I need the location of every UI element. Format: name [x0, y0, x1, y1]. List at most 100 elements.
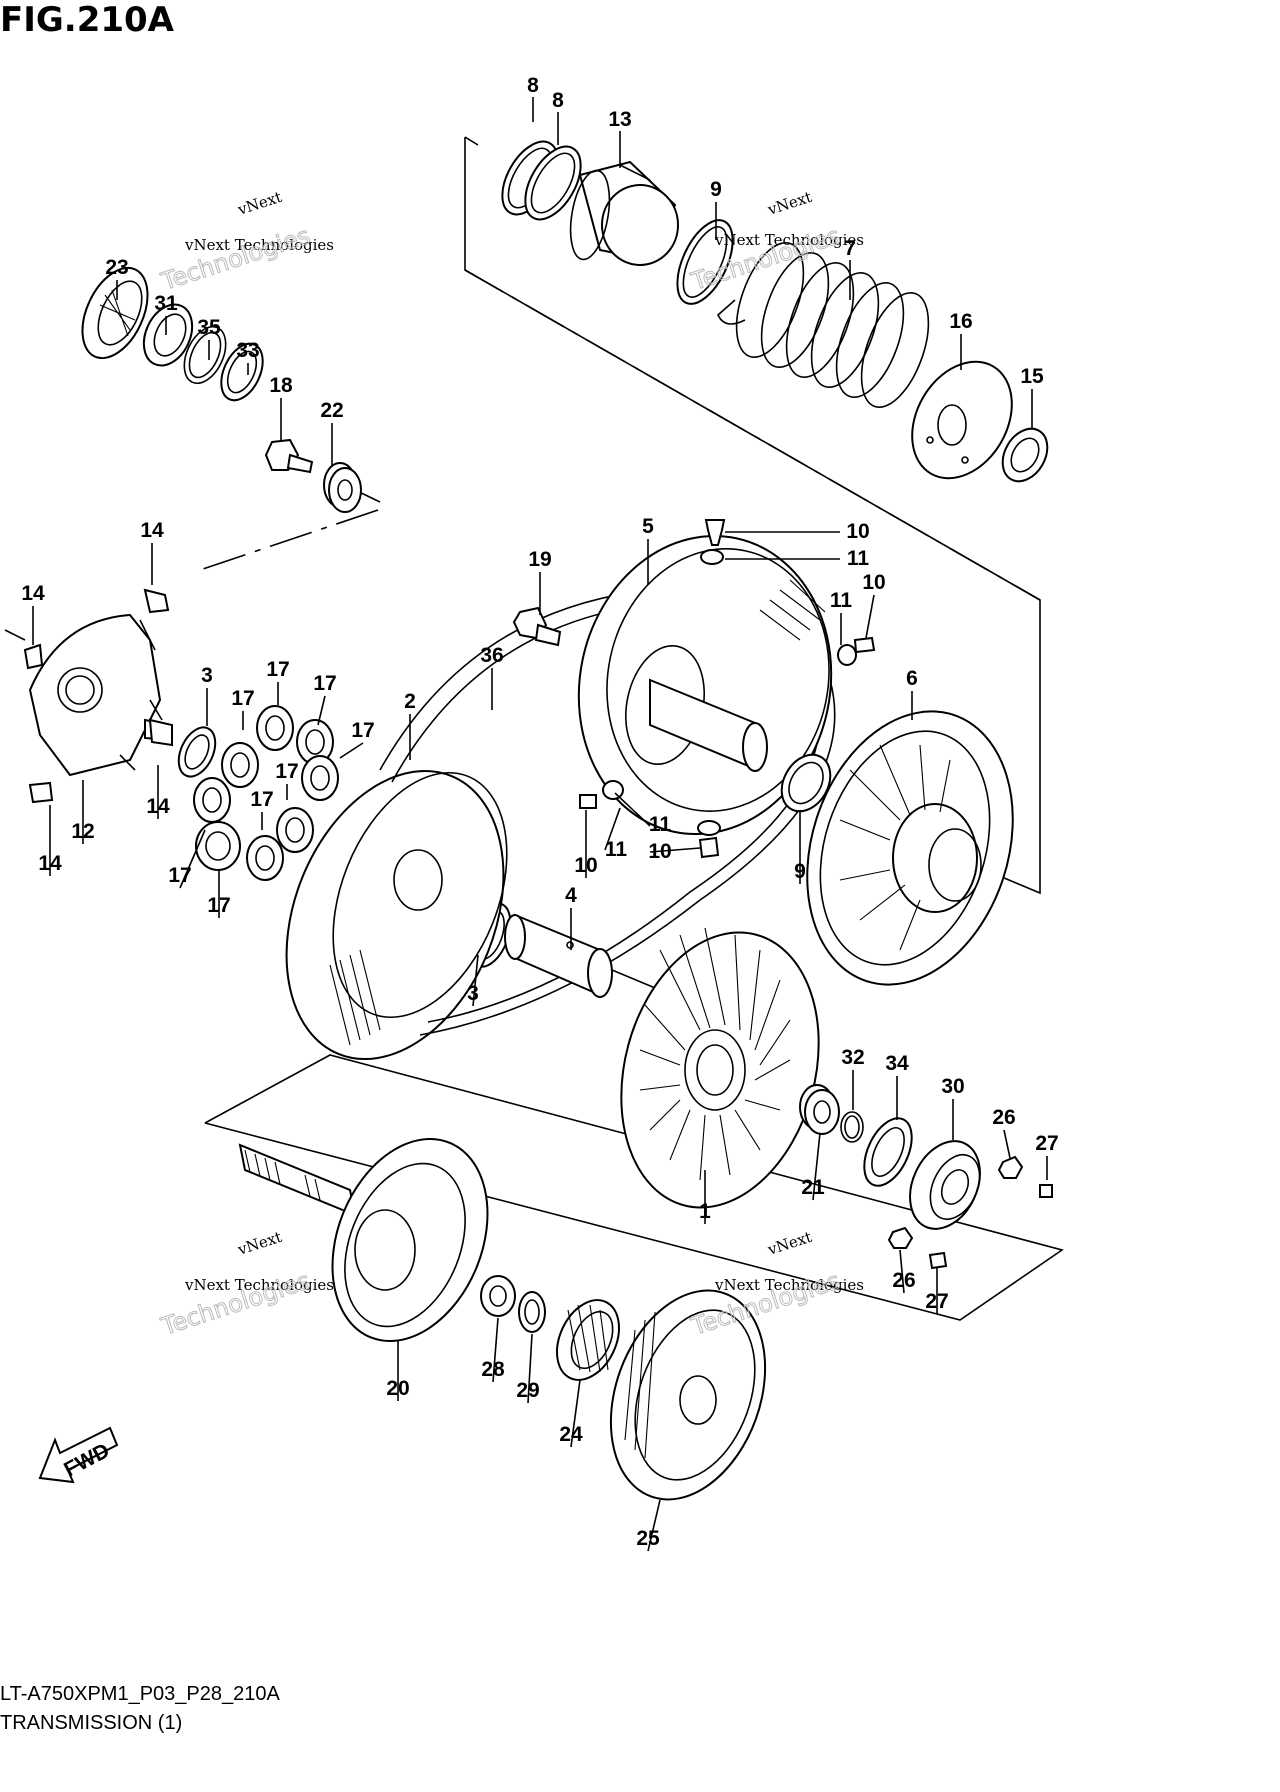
- callout-label-part-8: 8: [527, 74, 539, 97]
- callout-label-part-10: 10: [846, 520, 869, 543]
- callout-label-part-8: 8: [552, 89, 564, 112]
- callout-label-part-17: 17: [207, 894, 230, 917]
- part-33-washer: [220, 342, 264, 402]
- part-29-washer: [518, 1291, 546, 1333]
- callout-label-part-17: 17: [231, 687, 254, 710]
- callout-label-part-6: 6: [906, 667, 918, 690]
- part-28-nut: [480, 1275, 516, 1317]
- callout-label-part-14: 14: [21, 582, 45, 605]
- part-15-nut: [1001, 427, 1049, 483]
- callout-label-part-21: 21: [801, 1176, 825, 1199]
- watermark-1: vNext vNext Technologies Technologies: [157, 188, 334, 297]
- callout-label-part-30: 30: [941, 1075, 964, 1098]
- callout-label-part-2: 2: [404, 690, 416, 713]
- callout-label-part-13: 13: [608, 108, 631, 131]
- part-18-bolt: [264, 438, 314, 474]
- part-17-rollers: [193, 705, 339, 881]
- callout-label-part-15: 15: [1020, 365, 1044, 388]
- callout-label-part-23: 23: [105, 256, 128, 279]
- figure-title: FIG.210A: [0, 0, 174, 40]
- callout-label-part-26: 26: [992, 1106, 1015, 1129]
- callout-label-part-34: 34: [885, 1052, 909, 1075]
- part-13-sleeve: [569, 160, 679, 266]
- callout-label-part-11: 11: [847, 547, 870, 570]
- callout-label-part-25: 25: [636, 1527, 660, 1550]
- callout-label-part-17: 17: [250, 788, 273, 811]
- callout-label-part-9: 9: [794, 860, 806, 883]
- callout-label-part-27: 27: [1035, 1132, 1058, 1155]
- part-16-plate: [911, 360, 1013, 480]
- svg-text:vNext: vNext: [765, 1228, 814, 1259]
- callout-label-part-1: 1: [699, 1200, 711, 1223]
- callout-label-part-18: 18: [269, 374, 293, 397]
- callout-leader-line: [812, 1132, 821, 1201]
- part-27-screws: [928, 1184, 1053, 1270]
- callout-label-part-9: 9: [710, 178, 722, 201]
- svg-text:Technologies: Technologies: [157, 221, 313, 296]
- callout-label-part-27: 27: [925, 1290, 948, 1313]
- callout-label-part-17: 17: [351, 719, 374, 742]
- callout-label-part-11: 11: [830, 589, 853, 612]
- part-35-circlip: [183, 325, 227, 385]
- fwd-arrow-icon: FWD: [38, 1426, 119, 1484]
- callout-leader-line: [527, 1333, 533, 1404]
- part-22-collar: [323, 462, 362, 513]
- part-23-seal: [81, 266, 149, 360]
- callout-leader-line: [649, 847, 701, 853]
- part-24-one-way-clutch: [556, 1299, 620, 1381]
- callout-label-part-11: 11: [605, 838, 628, 861]
- part-5-driven-face: [577, 534, 833, 836]
- callout-label-part-24: 24: [559, 1423, 583, 1446]
- callout-label-part-17: 17: [275, 760, 298, 783]
- callout-label-part-26: 26: [892, 1269, 915, 1292]
- callout-leader-line: [472, 954, 479, 1007]
- part-14-slider-pieces: [23, 588, 173, 804]
- callout-label-part-10: 10: [574, 854, 597, 877]
- callout-label-part-17: 17: [313, 672, 336, 695]
- svg-text:vNext Technologies: vNext Technologies: [184, 1276, 334, 1294]
- part-26-nuts: [887, 1155, 1024, 1249]
- callout-label-part-19: 19: [528, 548, 551, 571]
- part-34-seal: [863, 1117, 913, 1187]
- part-9-circlip-lower: [780, 753, 832, 813]
- callout-leader-line: [899, 1249, 905, 1294]
- part-10-screws: [579, 519, 876, 859]
- callout-label-part-10: 10: [648, 840, 671, 863]
- watermark-3: vNext vNext Technologies Technologies: [157, 1228, 334, 1342]
- callout-label-part-20: 20: [386, 1377, 409, 1400]
- callout-leader-line: [570, 1379, 581, 1448]
- callout-label-part-28: 28: [481, 1358, 505, 1381]
- callout-label-part-14: 14: [146, 795, 170, 818]
- part-12-drive-face: [28, 613, 171, 777]
- callout-leader-line: [614, 792, 651, 827]
- callout-label-part-29: 29: [516, 1379, 539, 1402]
- part-20-clutch-drum: [238, 1137, 489, 1343]
- callout-label-part-36: 36: [480, 644, 503, 667]
- svg-text:vNext: vNext: [235, 188, 284, 219]
- callout-label-part-14: 14: [38, 852, 62, 875]
- part-25-clutch-shoe: [609, 1289, 767, 1501]
- drawing-description: TRANSMISSION (1): [0, 1712, 183, 1734]
- callout-label-part-10: 10: [862, 571, 885, 594]
- svg-text:vNext Technologies: vNext Technologies: [184, 236, 334, 254]
- svg-text:vNext: vNext: [235, 1228, 284, 1259]
- callout-leader-line: [317, 695, 326, 726]
- callout-leader-line: [492, 1317, 499, 1383]
- callout-label-part-3: 3: [201, 664, 213, 687]
- svg-text:vNext Technologies: vNext Technologies: [714, 1276, 864, 1294]
- callout-label-part-16: 16: [949, 310, 972, 333]
- callout-leader-line: [1003, 1129, 1011, 1159]
- callout-label-part-22: 22: [320, 399, 343, 422]
- part-21-collar: [799, 1084, 840, 1135]
- part-7-spring: [717, 242, 930, 408]
- callout-leader-line: [179, 829, 206, 889]
- callout-label-part-12: 12: [71, 820, 94, 843]
- callout-leader-line: [865, 594, 875, 639]
- callout-label-part-11: 11: [649, 813, 672, 836]
- callout-label-part-4: 4: [565, 884, 577, 907]
- part-4-shaft: [504, 913, 613, 998]
- part-3-washer-left: [177, 726, 217, 778]
- callout-label-part-33: 33: [236, 339, 259, 362]
